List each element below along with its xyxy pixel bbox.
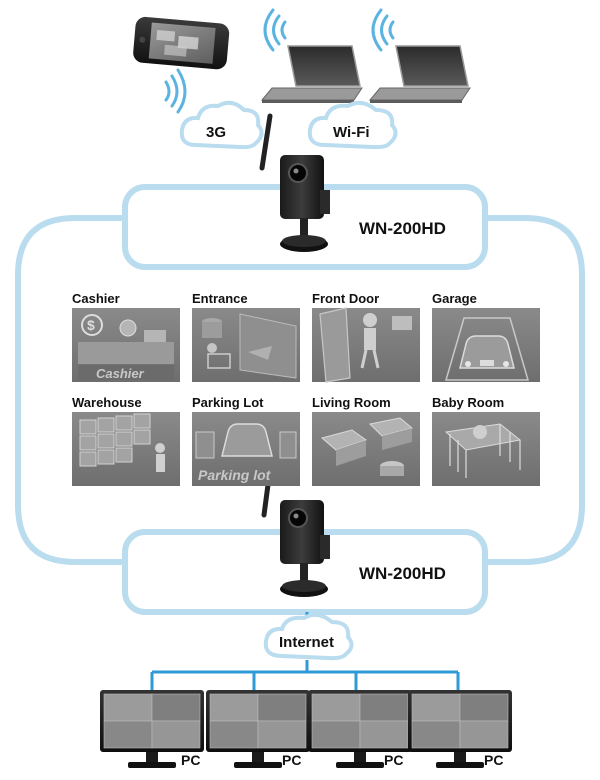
scene-label-garage: Garage (432, 291, 477, 306)
scene-label-warehouse: Warehouse (72, 395, 142, 410)
cloud-3g: 3G (179, 100, 264, 150)
wifi-signal-icon (263, 8, 287, 52)
cloud-label-wifi: Wi-Fi (333, 124, 370, 141)
pc-label-1: PC (181, 752, 200, 768)
network-loop (15, 215, 585, 565)
camera-label-top: WN-200HD (359, 219, 446, 238)
scene-tile-baby-room (432, 412, 540, 486)
scene-label-baby-room: Baby Room (432, 395, 504, 410)
wifi-signal-icon (164, 68, 187, 114)
scene-tile-entrance (192, 308, 300, 382)
smartphone-icon (133, 16, 230, 70)
scene-label-parking-lot: Parking Lot (192, 395, 264, 410)
scene-label-front-door: Front Door (312, 291, 379, 306)
cloud-label-3g: 3G (206, 124, 226, 141)
ip-camera-icon (259, 113, 330, 252)
scene-tile-text-parking-lot: Parking lot (198, 467, 272, 483)
monitor-1: PC (100, 690, 204, 768)
pc-label-2: PC (282, 752, 301, 768)
scene-label-living-room: Living Room (312, 395, 391, 410)
scene-label-entrance: Entrance (192, 291, 248, 306)
pc-label-3: PC (384, 752, 403, 768)
laptop-icon (260, 45, 363, 103)
svg-text:$: $ (87, 317, 95, 333)
camera-label-bottom: WN-200HD (359, 564, 446, 583)
scene-tile-text-cashier: Cashier (96, 366, 145, 381)
monitor-icon (308, 690, 412, 768)
pc-label-4: PC (484, 752, 503, 768)
ip-camera-icon (261, 459, 330, 597)
monitor-3: PC (308, 690, 412, 768)
monitor-4: PC (408, 690, 512, 768)
scene-tile-cashier: $ Cashier (72, 308, 180, 382)
monitor-2: PC (206, 690, 310, 768)
scene-tile-garage (432, 308, 540, 382)
scene-tile-warehouse (72, 412, 180, 486)
scene-tile-living-room (312, 412, 420, 486)
network-tree (150, 660, 460, 692)
scene-tile-parking-lot: Parking lot (192, 412, 300, 486)
monitor-icon (100, 690, 204, 768)
scene-label-cashier: Cashier (72, 291, 120, 306)
cloud-wifi: Wi-Fi (307, 100, 398, 150)
cloud-label-internet: Internet (279, 634, 334, 651)
wifi-signal-icon (371, 8, 395, 52)
cloud-internet: Internet (263, 612, 354, 661)
monitor-icon (408, 690, 512, 768)
scene-tile-front-door (312, 307, 420, 383)
monitor-icon (206, 690, 310, 768)
laptop-icon (368, 45, 471, 103)
